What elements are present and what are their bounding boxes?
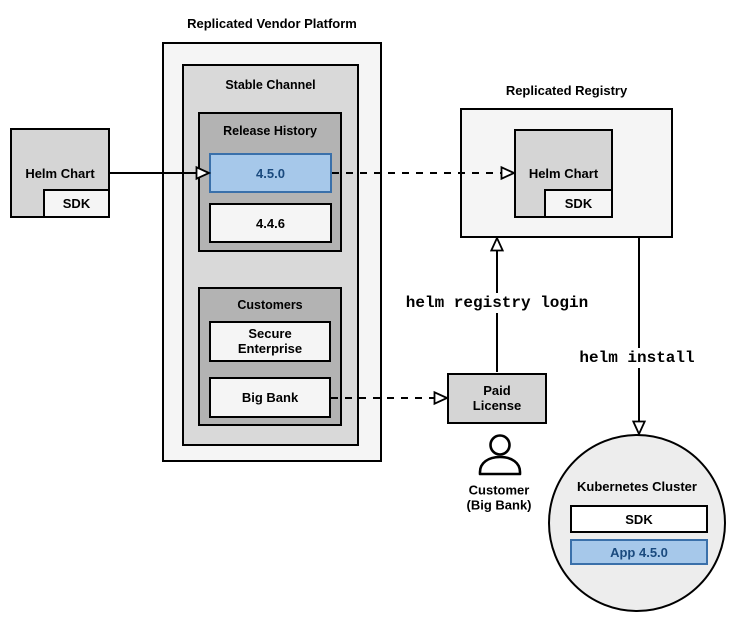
customer-big-bank-label: Big Bank: [241, 390, 299, 405]
command-registry-login: helm registry login: [400, 293, 594, 313]
arrow-registry-to-cluster: [631, 238, 647, 437]
paid-license-label: Paid License: [472, 382, 522, 413]
release-446-label: 4.4.6: [256, 215, 285, 231]
release-450-label: 4.5.0: [256, 165, 285, 181]
helm-chart-source-sdk-box: SDK: [43, 189, 110, 218]
customer-secure-enterprise-box: Secure Enterprise: [209, 321, 331, 362]
cluster-circle: Kubernetes Cluster SDK App 4.5.0: [548, 434, 726, 612]
platform-title: Replicated Vendor Platform: [187, 16, 357, 31]
cluster-sdk-label: SDK: [625, 511, 653, 527]
helm-chart-source-box: Helm Chart SDK: [10, 128, 110, 218]
paid-license-box: Paid License: [447, 373, 547, 424]
registry-sdk-box: SDK: [544, 189, 613, 218]
release-446-box: 4.4.6: [209, 203, 332, 243]
registry-helm-chart-label: Helm Chart: [528, 166, 599, 181]
cluster-app-box: App 4.5.0: [570, 539, 708, 565]
registry-sdk-label: SDK: [564, 196, 593, 211]
cluster-title: Kubernetes Cluster: [577, 479, 697, 494]
person-icon: [478, 434, 522, 476]
registry-title: Replicated Registry: [505, 83, 628, 98]
registry-helm-chart-box: Helm Chart SDK: [514, 129, 613, 218]
customer-secure-enterprise-label: Secure Enterprise: [237, 325, 303, 356]
customer-caption: Customer (Big Bank): [466, 482, 532, 513]
cluster-sdk-box: SDK: [570, 505, 708, 533]
helm-chart-source-sdk-label: SDK: [62, 196, 91, 211]
stable-channel-label: Stable Channel: [225, 78, 316, 92]
customer-big-bank-box: Big Bank: [209, 377, 331, 418]
command-install: helm install: [574, 348, 700, 368]
release-history-label: Release History: [223, 124, 317, 138]
release-450-box: 4.5.0: [209, 153, 332, 193]
customers-label: Customers: [237, 298, 303, 312]
cluster-app-label: App 4.5.0: [610, 544, 668, 560]
helm-chart-source-label: Helm Chart: [25, 165, 95, 181]
